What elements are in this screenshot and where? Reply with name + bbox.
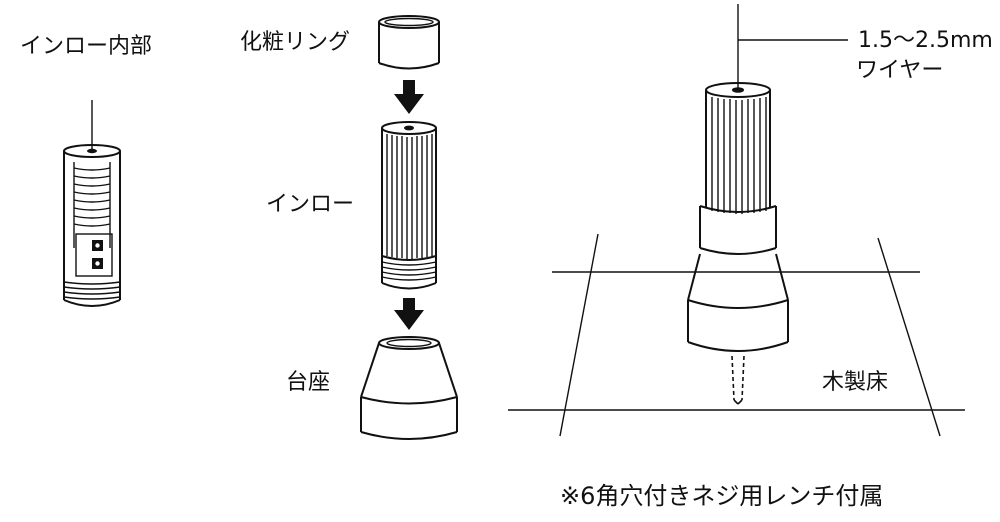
down-arrow-icon [394,298,424,330]
note-wrench-included: ※6角穴付きネジ用レンチ付属 [560,482,884,510]
installed-inro [705,82,771,214]
inro-part [381,121,437,290]
inro-internal-figure [63,100,121,307]
decor-ring-part [378,15,440,70]
installed-base [687,253,789,352]
inner-coil [73,162,111,248]
inner-thread [63,281,121,300]
wooden-floor [508,233,965,437]
hidden-screw [731,355,745,405]
installed-decor-ring [699,205,777,255]
label-decor-ring: 化粧リング [240,30,351,55]
inner-bottom-arc [63,299,121,307]
label-wire: ワイヤー [856,58,944,83]
label-base: 台座 [286,370,331,395]
down-arrow-icon [394,80,424,114]
label-wooden-floor: 木製床 [822,370,889,395]
label-inro: インロー [266,192,355,217]
label-wire-gauge: 1.5〜2.5mm [858,28,993,53]
base-part [360,336,458,440]
inner-hole [87,148,97,154]
label-inro-internal: インロー内部 [20,34,153,59]
inner-block [75,233,113,277]
